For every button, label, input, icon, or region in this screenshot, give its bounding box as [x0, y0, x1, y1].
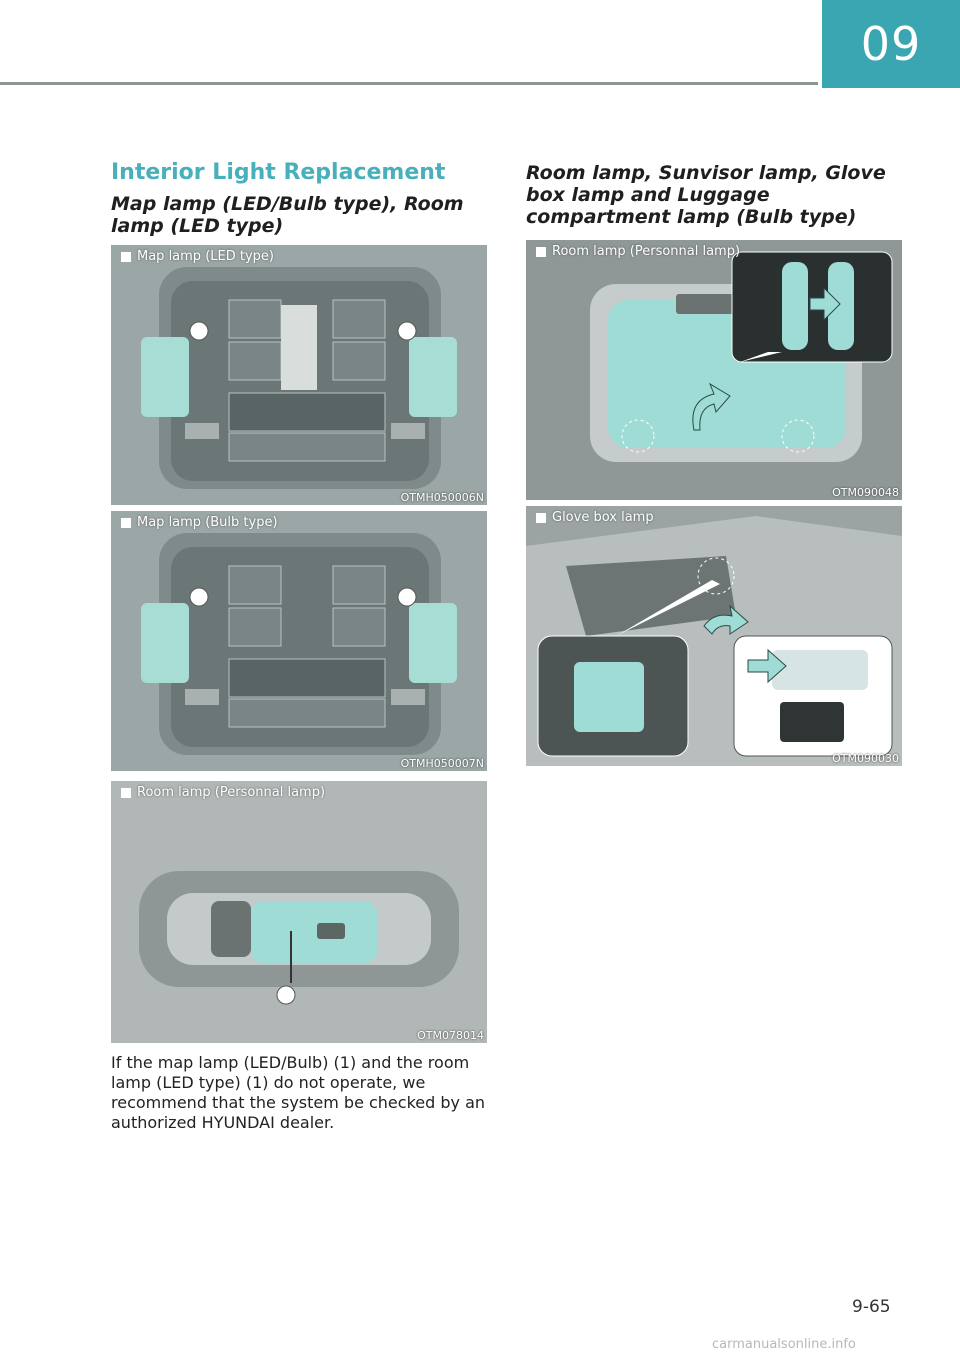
- figure-room-lamp-led: Room lamp (Personnal lamp) OTM078014: [111, 781, 487, 1043]
- figure-code: OTMH050007N: [400, 757, 484, 770]
- square-bullet-icon: [536, 246, 546, 257]
- room-lamp-bulb-illustration: [526, 240, 902, 500]
- figure-caption: Glove box lamp: [536, 510, 654, 525]
- square-bullet-icon: [121, 787, 131, 798]
- figure-code: OTM090048: [832, 486, 899, 499]
- body-paragraph: If the map lamp (LED/Bulb) (1) and the r…: [111, 1053, 486, 1132]
- square-bullet-icon: [121, 251, 131, 262]
- page-number: 9-65: [852, 1297, 891, 1317]
- square-bullet-icon: [536, 512, 546, 523]
- map-lamp-bulb-illustration: [111, 511, 487, 771]
- figure-glove-box-lamp: Glove box lamp OTM090030: [526, 506, 902, 766]
- section-title: Interior Light Replacement: [111, 160, 446, 185]
- figure-caption: Room lamp (Personnal lamp): [536, 244, 740, 259]
- figure-caption: Map lamp (Bulb type): [121, 515, 278, 530]
- figure-code: OTMH050006N: [400, 491, 484, 504]
- figure-map-lamp-bulb: Map lamp (Bulb type) OTMH050007N: [111, 511, 487, 771]
- right-subtitle: Room lamp, Sunvisor lamp, Glove box lamp…: [526, 162, 886, 228]
- figure-room-lamp-bulb: Room lamp (Personnal lamp) OTM090048: [526, 240, 902, 500]
- map-lamp-led-illustration: [111, 245, 487, 505]
- figure-code: OTM078014: [417, 1029, 484, 1042]
- figure-code: OTM090030: [832, 752, 899, 765]
- figure-caption: Room lamp (Personnal lamp): [121, 785, 325, 800]
- figure-map-lamp-led: Map lamp (LED type) OTMH050006N: [111, 245, 487, 505]
- chapter-tab: 09: [822, 0, 960, 88]
- glove-box-lamp-illustration: [526, 506, 902, 766]
- room-lamp-led-illustration: [111, 781, 487, 1043]
- left-subtitle: Map lamp (LED/Bulb type), Room lamp (LED…: [111, 193, 464, 237]
- square-bullet-icon: [121, 517, 131, 528]
- header-rule: [0, 82, 818, 85]
- figure-caption: Map lamp (LED type): [121, 249, 274, 264]
- watermark-text: carmanualsonline.info: [712, 1337, 856, 1352]
